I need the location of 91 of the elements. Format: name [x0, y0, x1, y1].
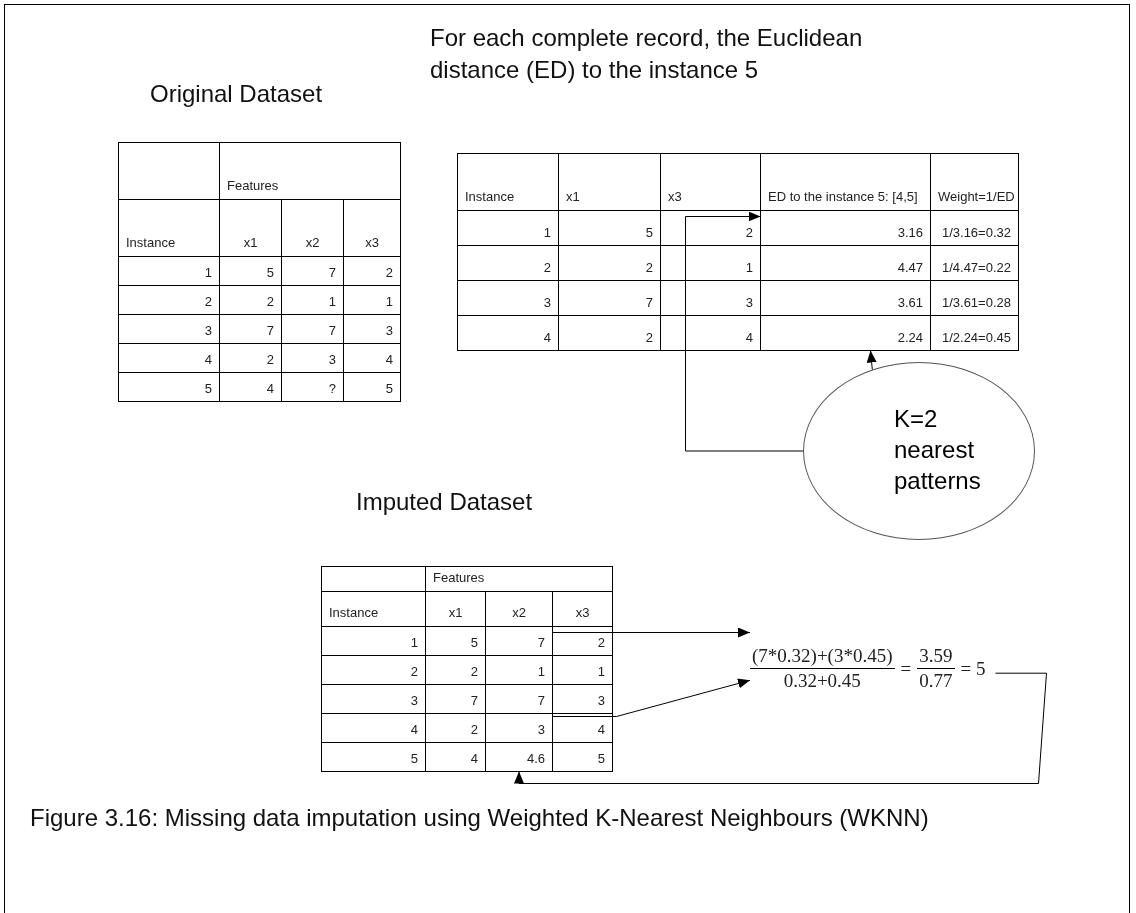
formula-numerator: 3.59	[917, 645, 955, 669]
table-cell: 2	[457, 245, 559, 281]
table-cell: 3.16	[760, 210, 931, 246]
arrow	[866, 350, 877, 370]
arrow	[685, 211, 804, 452]
table-cell: 4.47	[760, 245, 931, 281]
table-cell: 5	[558, 210, 661, 246]
table-cell: Instance	[321, 591, 426, 627]
formula-numerator: (7*0.32)+(3*0.45)	[750, 645, 895, 669]
table-cell: x2	[485, 591, 553, 627]
table-heading: Imputed Dataset	[356, 487, 533, 517]
table-heading: For each complete record, the Euclidean distance (ED) to the instance 5	[430, 23, 864, 85]
formula-text: =	[900, 657, 912, 680]
table-cell: x3	[660, 153, 761, 211]
table-cell: 4	[552, 713, 613, 743]
table-cell: Features	[425, 566, 613, 592]
table-cell: 7	[558, 280, 661, 316]
table-cell: Weight=1/ED	[930, 153, 1019, 211]
table-cell: 4.6	[485, 742, 553, 772]
table-cell: 7	[219, 314, 282, 344]
table-cell: 7	[425, 684, 486, 714]
callout-text: K=2 nearest patterns	[894, 404, 982, 496]
table-cell: 1	[343, 285, 401, 315]
table-cell: 4	[118, 343, 220, 373]
table-cell: 3	[281, 343, 344, 373]
table-cell: 1/3.16=0.32	[930, 210, 1019, 246]
table-heading: Original Dataset	[150, 79, 323, 109]
table-cell: 2	[558, 245, 661, 281]
table-cell: Features	[219, 142, 401, 200]
table-cell: Instance	[457, 153, 559, 211]
table-cell: 1	[457, 210, 559, 246]
figure-caption: Figure 3.16: Missing data imputation using Weighted K-Nearest Neighbours (WKNN)	[30, 803, 930, 833]
table-cell: 3	[321, 684, 426, 714]
table-cell: 3	[485, 713, 553, 743]
table-cell: 2	[552, 626, 613, 656]
table-cell: x3	[343, 199, 401, 257]
table-cell: 7	[485, 626, 553, 656]
table-cell: 5	[552, 742, 613, 772]
table-cell: Instance	[118, 199, 220, 257]
table-cell: 4	[425, 742, 486, 772]
table-cell: x1	[558, 153, 661, 211]
arrow	[552, 627, 751, 638]
table-cell: 5	[425, 626, 486, 656]
table-cell: 5	[219, 256, 282, 286]
table-cell: x1	[425, 591, 486, 627]
table-cell: 2	[343, 256, 401, 286]
table-cell: 4	[219, 372, 282, 402]
table-cell: 5	[343, 372, 401, 402]
arrow	[552, 678, 751, 717]
table-cell: 5	[321, 742, 426, 772]
table-cell: x3	[552, 591, 613, 627]
table-cell: 7	[485, 684, 553, 714]
table-cell: 1	[321, 626, 426, 656]
table-cell: 3	[457, 280, 559, 316]
table-cell: 2.24	[760, 315, 931, 351]
table-cell: 2	[558, 315, 661, 351]
formula-denominator: 0.77	[919, 669, 953, 692]
table-cell: 2	[219, 285, 282, 315]
table-cell: 1	[118, 256, 220, 286]
table-cell: x1	[219, 199, 282, 257]
table-cell: 7	[281, 256, 344, 286]
table-cell: 1	[660, 245, 761, 281]
table-cell: 2	[660, 210, 761, 246]
table-cell: ED to the instance 5: [4,5]	[760, 153, 931, 211]
table-cell: 2	[425, 655, 486, 685]
table-cell: 1	[552, 655, 613, 685]
formula-denominator: 0.32+0.45	[783, 669, 861, 692]
table-cell: 1/2.24=0.45	[930, 315, 1019, 351]
table-cell: x2	[281, 199, 344, 257]
table-cell: 1	[485, 655, 553, 685]
table-cell: 3	[552, 684, 613, 714]
table-cell: 5	[118, 372, 220, 402]
table-cell: 4	[343, 343, 401, 373]
table-cell: 1/4.47=0.22	[930, 245, 1019, 281]
table-cell: 4	[321, 713, 426, 743]
table-cell: 2	[425, 713, 486, 743]
table-cell: 1/3.61=0.28	[930, 280, 1019, 316]
table-cell: 2	[118, 285, 220, 315]
table-cell: 7	[281, 314, 344, 344]
table-cell: 3	[118, 314, 220, 344]
arrow	[514, 672, 1047, 784]
table-cell: 4	[660, 315, 761, 351]
table-cell: 2	[219, 343, 282, 373]
table-cell: 1	[281, 285, 344, 315]
table-cell: 4	[457, 315, 559, 351]
table-cell: 3	[343, 314, 401, 344]
table-cell: 3.61	[760, 280, 931, 316]
formula-text: = 5	[960, 657, 986, 680]
table-cell: 3	[660, 280, 761, 316]
table-cell: ?	[281, 372, 344, 402]
table-cell: 2	[321, 655, 426, 685]
